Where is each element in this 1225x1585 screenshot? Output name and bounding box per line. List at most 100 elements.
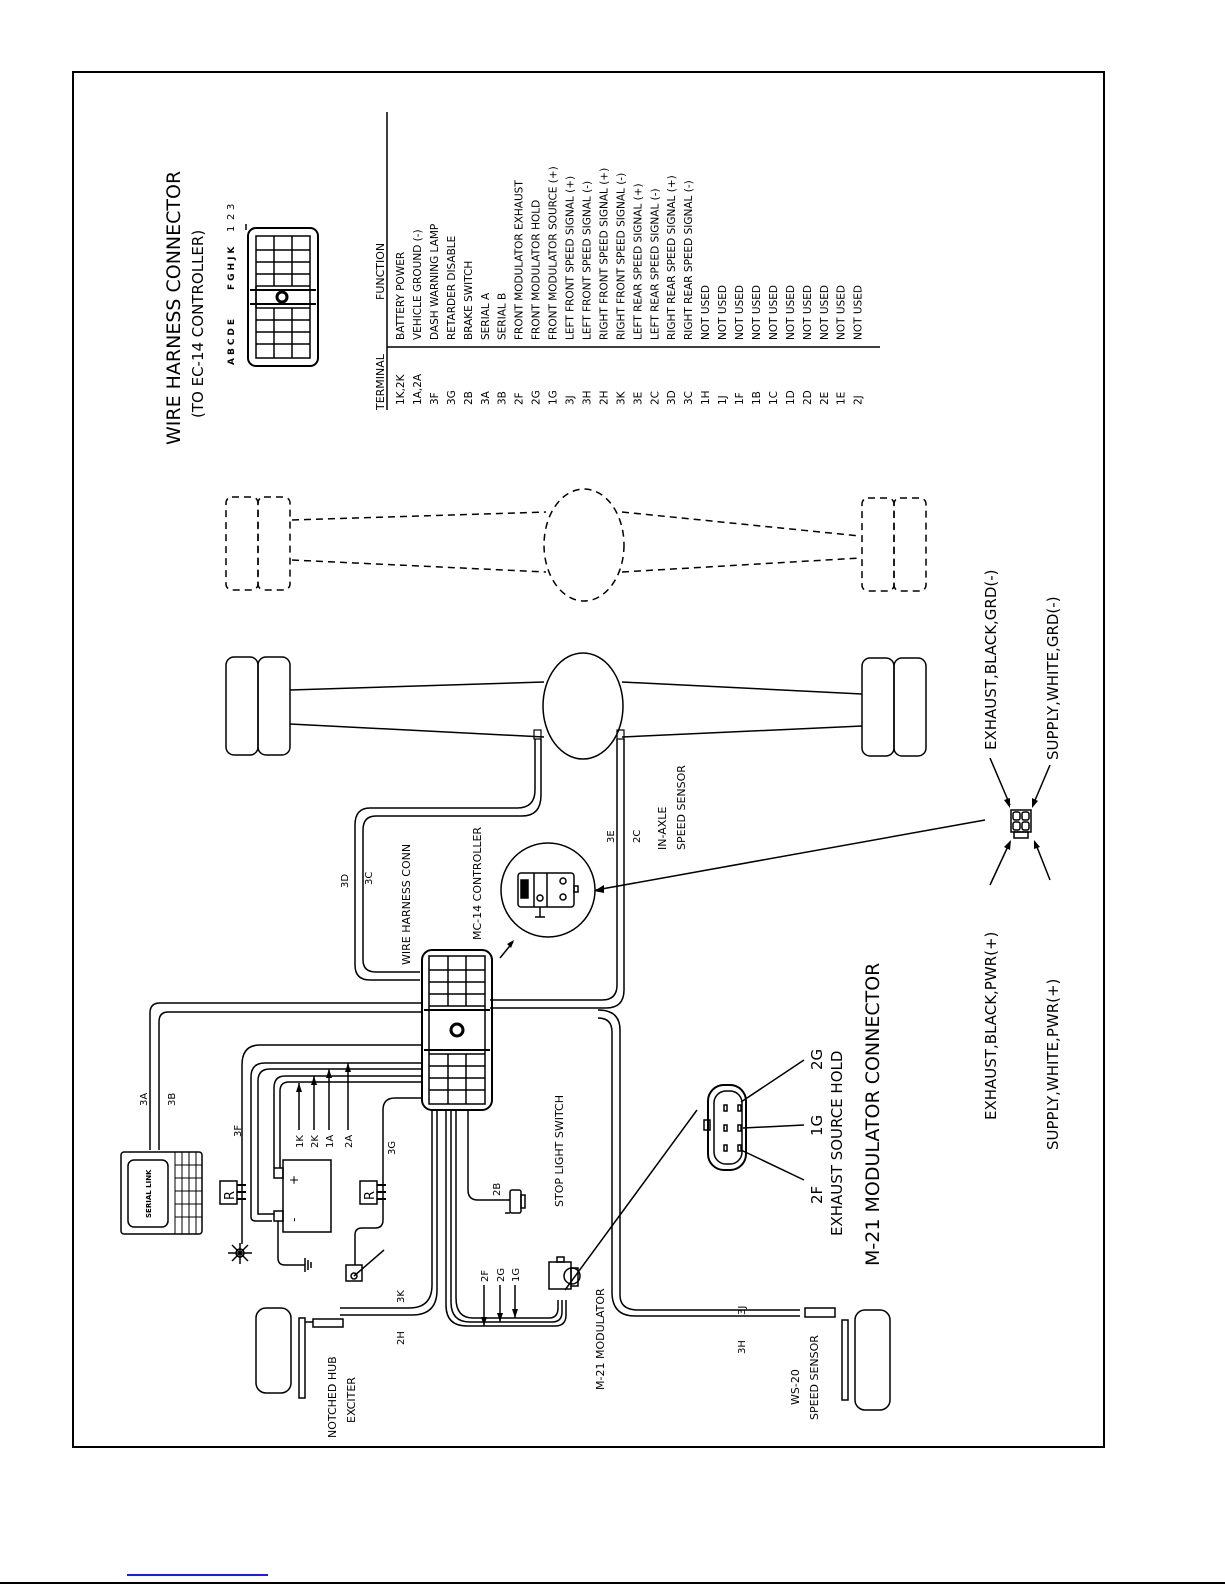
serial-link-label: SERIAL LINK — [145, 1169, 153, 1218]
ws20-speed-sensor-icon — [804, 1307, 891, 1411]
table-row: 3D RIGHT REAR SPEED SIGNAL (+) — [666, 175, 678, 405]
relay-3g-icon — [359, 1180, 386, 1205]
table-cell-function: LEFT REAR SPEED SIGNAL (-) — [649, 188, 661, 340]
battery-plus-label: + — [287, 1175, 301, 1185]
table-cell-terminal: 2D — [802, 390, 814, 405]
table-cell-function: RIGHT REAR SPEED SIGNAL (+) — [666, 175, 678, 340]
table-cell-function: VEHICLE GROUND (-) — [412, 229, 424, 340]
table-cell-function: NOT USED — [802, 285, 814, 340]
table-cell-function: NOT USED — [717, 285, 729, 340]
relay-3f-icon — [219, 1180, 246, 1205]
wire-label-3a: 3A — [139, 1093, 150, 1106]
m21-connector-icon — [703, 1084, 747, 1171]
page-link-underline[interactable] — [127, 1574, 268, 1576]
wire-label-3k: 3K — [396, 1290, 407, 1303]
exhaust-grd-label: EXHAUST,BLACK,GRD(-) — [982, 569, 1000, 750]
wire-label-1a: 1A — [325, 1135, 336, 1148]
table-cell-function: NOT USED — [700, 285, 712, 340]
wire-3h — [597, 1017, 800, 1317]
mc14-controller-icon — [500, 842, 596, 938]
wire-3a — [149, 1002, 422, 1150]
main-harness-connector — [421, 949, 493, 1111]
table-cell-terminal: 2B — [463, 391, 475, 405]
notched-hub-label-2: EXCITER — [345, 1377, 358, 1423]
table-cell-function: SERIAL A — [480, 292, 492, 340]
wire-3c — [362, 739, 542, 973]
m21-modulator-label: M-21 MODULATOR — [594, 1288, 607, 1390]
wire-battery-neg-outer — [250, 1062, 422, 1222]
table-cell-function: NOT USED — [785, 285, 797, 340]
wire-label-3f: 3F — [233, 1125, 244, 1137]
modulator-wire-arrows — [481, 1285, 518, 1326]
stop-light-switch-label: STOP LIGHT SWITCH — [553, 1095, 566, 1207]
supply-grd-label: SUPPLY,WHITE,GRD(-) — [1044, 596, 1062, 760]
diagram-frame — [72, 71, 1105, 1448]
table-cell-terminal: 3D — [666, 390, 678, 405]
title-main: WIRE HARNESS CONNECTOR — [163, 171, 185, 445]
ec14-connector-icon — [245, 224, 319, 367]
in-axle-label-2: SPEED SENSOR — [675, 765, 688, 850]
pin-label-2f: 2F — [808, 1186, 826, 1204]
exhaust-pwr-label: EXHAUST,BLACK,PWR(+) — [982, 932, 1000, 1120]
notched-hub-label-1: NOTCHED HUB — [326, 1356, 339, 1438]
notched-hub-exciter-icon — [255, 1307, 344, 1399]
wire-label-2f: 2F — [480, 1270, 491, 1282]
table-cell-terminal: 1G — [548, 390, 560, 405]
rear-axle — [225, 652, 927, 760]
wire-3j — [597, 1009, 800, 1311]
table-cell-terminal: 2J — [853, 395, 865, 405]
ws20-label-2: SPEED SENSOR — [808, 1335, 821, 1420]
table-cell-terminal: 3J — [565, 395, 577, 405]
supply-pwr-label: SUPPLY,WHITE,PWR(+) — [1044, 979, 1062, 1150]
table-cell-terminal: 3B — [497, 391, 509, 405]
wire-label-2a: 2A — [344, 1135, 355, 1148]
wire-battery-pos-outer — [273, 1075, 422, 1168]
leader-to-mc14 — [595, 819, 986, 891]
relay-3f-label: R — [223, 1191, 238, 1200]
wire-label-2c: 2C — [632, 830, 643, 843]
wire-label-3h: 3H — [737, 1340, 748, 1354]
wire-3b — [158, 1011, 422, 1150]
table-cell-function: NOT USED — [836, 285, 848, 340]
table-row: 1E NOT USED — [836, 285, 848, 405]
leader-2f — [740, 1149, 805, 1181]
table-cell-terminal: 3E — [632, 392, 644, 405]
table-cell-terminal: 2G — [531, 390, 543, 405]
table-cell-function: BATTERY POWER — [395, 252, 407, 340]
power-connector-arrows — [989, 757, 1051, 886]
table-cell-terminal: 1E — [836, 392, 848, 405]
wire-3g — [354, 1097, 422, 1265]
table-cell-terminal: 1A,2A — [412, 373, 424, 405]
table-header-function: FUNCTION — [374, 243, 387, 300]
table-row: 1A,2A VEHICLE GROUND (-) — [412, 229, 424, 405]
front-axle — [225, 488, 927, 602]
battery-icon — [273, 1159, 332, 1272]
table-cell-terminal: 1F — [734, 392, 746, 405]
connector-col-3: 3 — [226, 204, 237, 210]
wire-3f — [241, 1044, 422, 1244]
leader-1g — [742, 1124, 805, 1129]
leader-to-m21-connector — [564, 1109, 698, 1291]
table-cell-function: NOT USED — [751, 285, 763, 340]
leader-2g — [740, 1059, 805, 1103]
table-cell-terminal: 1B — [751, 391, 763, 405]
table-cell-terminal: 2E — [819, 392, 831, 405]
pin-label-2g: 2G — [808, 1049, 826, 1070]
title-sub: (TO EC-14 CONTROLLER) — [189, 230, 207, 418]
wire-label-2g: 2G — [496, 1268, 507, 1282]
wire-label-2b: 2B — [492, 1183, 503, 1196]
wire-label-3j: 3J — [737, 1306, 748, 1315]
table-cell-function: LEFT FRONT SPEED SIGNAL (-) — [581, 181, 593, 340]
wire-label-3e: 3E — [606, 830, 617, 843]
wire-3d — [354, 739, 536, 981]
